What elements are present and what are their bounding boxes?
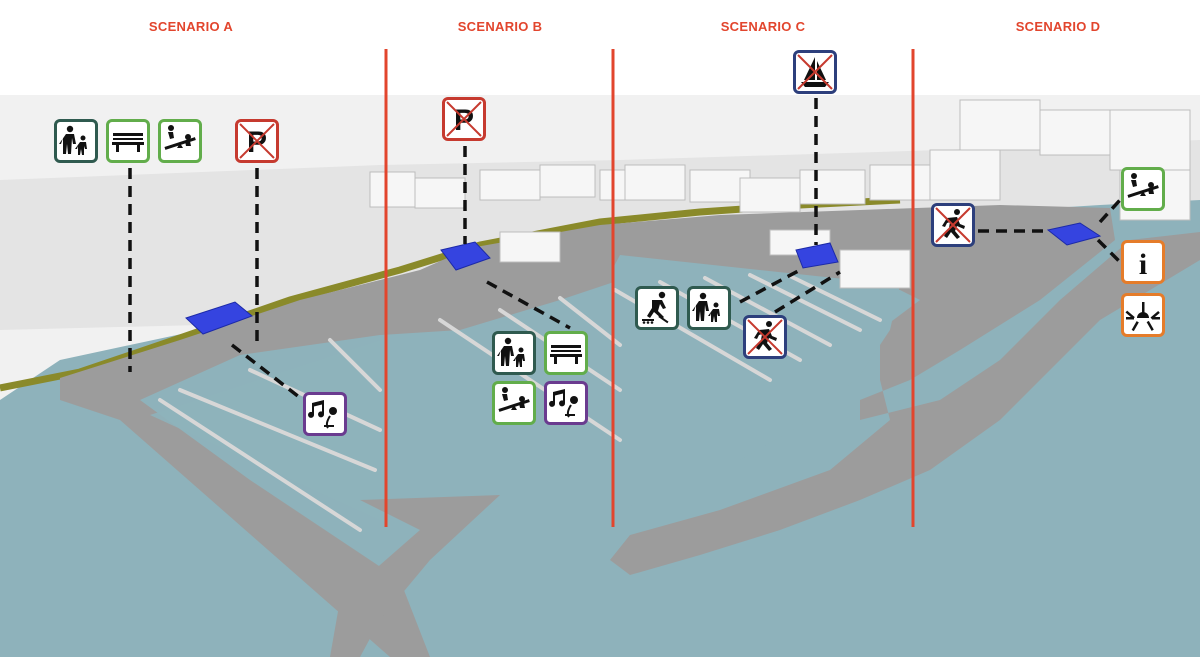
connector-c-no-running — [774, 270, 841, 314]
connector-d-info — [1096, 238, 1122, 264]
seesaw-playground-icon — [1121, 167, 1165, 211]
pavilion-scenario-c — [795, 242, 839, 269]
pedestrian-family-icon — [54, 119, 98, 163]
seesaw-playground-icon — [492, 381, 536, 425]
pedestrian-family-icon — [492, 331, 536, 375]
scenario-d-label: SCENARIO D — [1015, 19, 1101, 34]
no-parking-icon: P — [442, 97, 486, 141]
pedestrian-family-icon — [687, 286, 731, 330]
no-parking-icon: P — [235, 119, 279, 163]
bench-icon — [106, 119, 150, 163]
information-icon: i — [1121, 240, 1165, 284]
scenario-a-label: SCENARIO A — [148, 19, 234, 34]
no-sailing-icon — [793, 50, 837, 94]
music-performance-icon — [544, 381, 588, 425]
no-running-icon — [743, 315, 787, 359]
svg-text:P: P — [247, 126, 267, 159]
scenario-b-label: SCENARIO B — [457, 19, 543, 34]
pavilion-scenario-a — [185, 301, 253, 335]
connector-c-skater — [739, 268, 801, 304]
info-letter: i — [1139, 248, 1147, 281]
lighting-icon — [1121, 293, 1165, 337]
pavilion-scenario-d — [1046, 222, 1102, 246]
no-running-icon — [931, 203, 975, 247]
scenario-c-label: SCENARIO C — [720, 19, 806, 34]
connector-b-activities — [486, 280, 571, 330]
pavilion-scenario-b — [440, 241, 491, 271]
bench-icon — [544, 331, 588, 375]
quay-promenade — [60, 205, 1200, 657]
connector-d-playground — [1098, 198, 1122, 224]
svg-text:P: P — [454, 104, 474, 137]
music-performance-icon — [303, 392, 347, 436]
rollerblade-skater-icon — [635, 286, 679, 330]
connector-a-music — [230, 343, 305, 402]
seesaw-playground-icon — [158, 119, 202, 163]
